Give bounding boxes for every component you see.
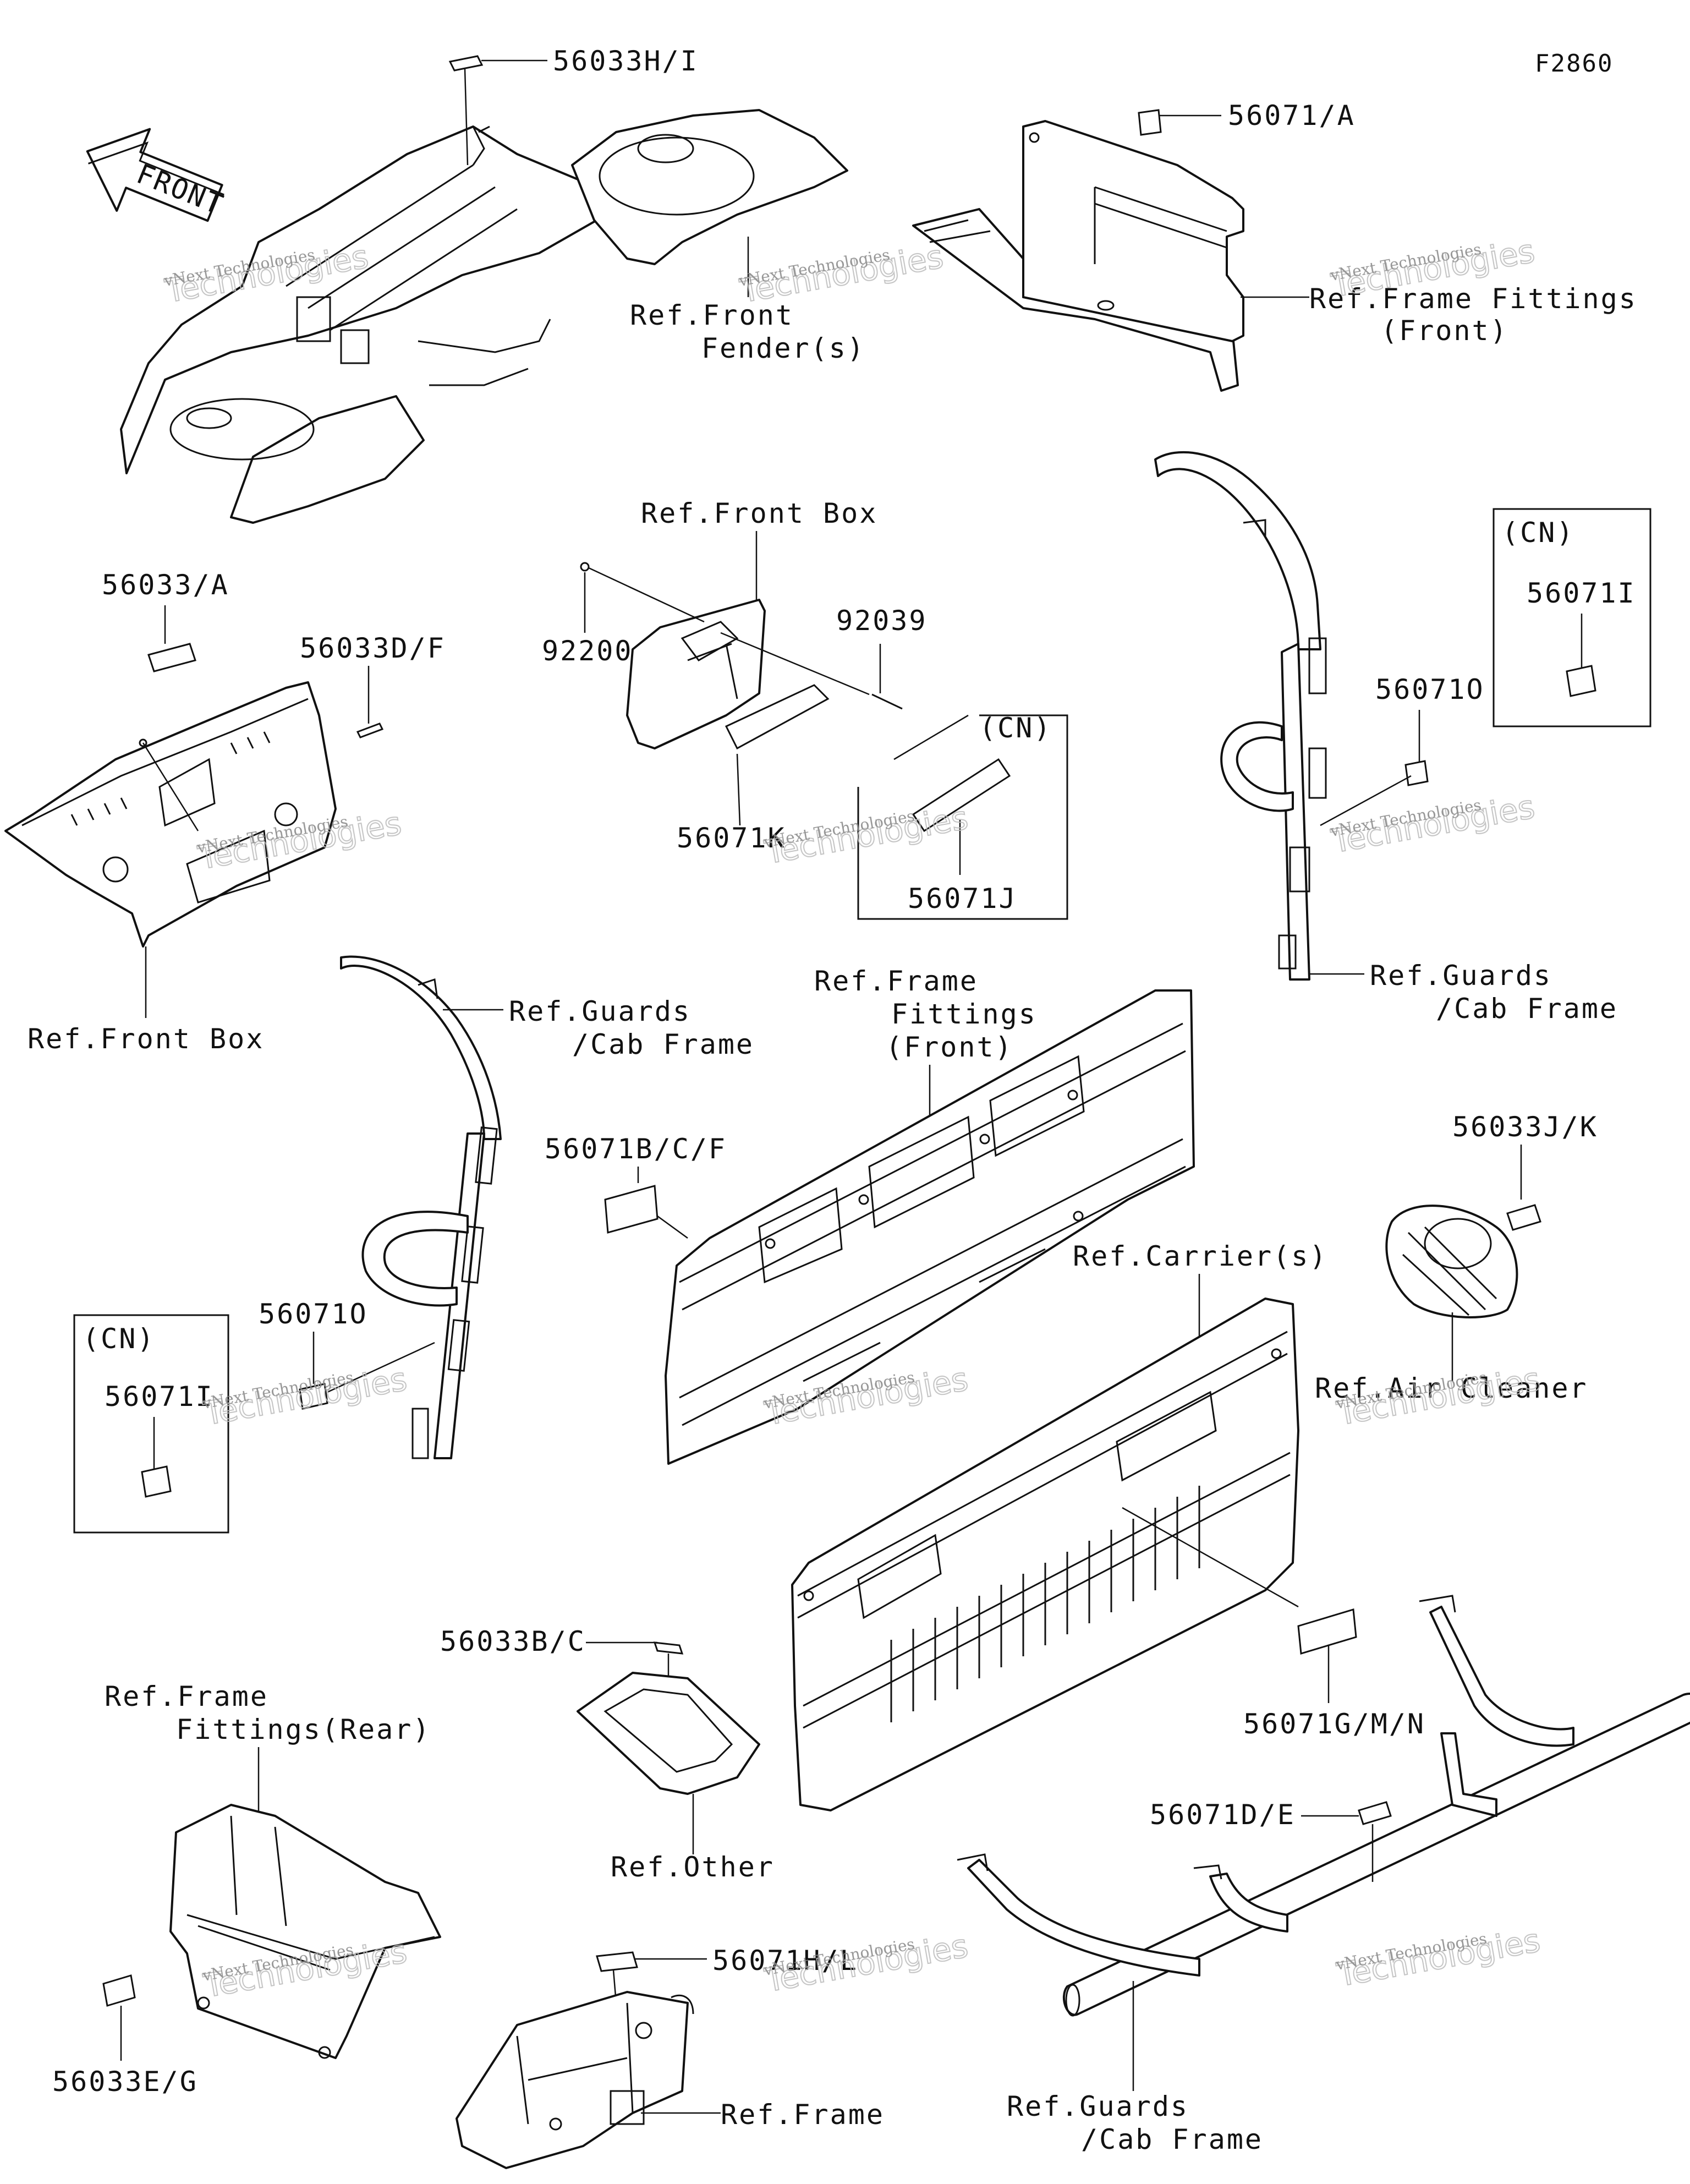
decal-56071A [1138,109,1162,136]
label-ref-frame-fittings-rear-2: Fittings(Rear) [176,1714,431,1745]
decal-56071HL [596,1951,638,1972]
label-56033HI: 56033H/I [553,45,699,77]
label-56071GMN: 56071G/M/N [1243,1708,1425,1740]
label-ref-carriers: Ref.Carrier(s) [1073,1240,1327,1272]
label-ref-frame-fittings-rear-1: Ref.Frame [105,1681,268,1712]
label-ref-guards-bottom-1: Ref.Guards [1007,2090,1189,2122]
label-56071J: 56071J [908,883,1017,915]
label-56071HL: 56071H/L [712,1945,858,1977]
decal-56071J [912,758,1011,833]
decal-56071BCF [604,1185,659,1234]
label-92039: 92039 [836,605,928,637]
cn-box-left [73,1314,229,1534]
label-56071A: 56071/A [1228,100,1356,132]
label-56071DE: 56071D/E [1150,1799,1296,1831]
cab-frame-guard-left [340,955,502,1459]
label-ref-guards-right-2: /Cab Frame [1436,993,1618,1025]
decal-56071O-left [299,1383,328,1410]
label-ref-guards-left-2: /Cab Frame [572,1028,754,1060]
clip-92039 [871,693,903,710]
label-ref-other: Ref.Other [611,1851,775,1883]
decal-56033BC [653,1641,684,1655]
cn-box-right [1493,508,1651,727]
other-cover-plate [577,1672,760,1795]
label-ref-guards-left-1: Ref.Guards [509,995,691,1027]
cab-frame-guard-right [1154,451,1327,981]
label-ref-front-box-top: Ref.Front Box [641,497,877,529]
label-56033BC: 56033B/C [440,1625,586,1657]
decal-56033EG [102,1974,136,2007]
label-ref-frame-fittings-mid-2: Fittings [891,998,1037,1030]
label-ref-frame: Ref.Frame [721,2099,885,2131]
label-ref-frame-fittings-mid-1: Ref.Frame [814,965,978,997]
label-cn-right: (CN) [1502,517,1574,549]
decal-56071I-left [141,1465,172,1498]
decal-56033A [147,643,196,672]
frame-rear-section [456,1991,694,2169]
label-ref-air-cleaner: Ref.Air Cleaner [1315,1372,1588,1404]
label-56071BCF: 56071B/C/F [545,1133,727,1165]
front-fender-floor-assembly [120,109,848,524]
label-ref-front-fender-2: Fender(s) [701,332,865,364]
label-56071O-left: 56071O [259,1298,368,1330]
label-ref-frame-fittings-front-2: (Front) [1381,315,1508,347]
label-56033A: 56033/A [102,569,229,601]
label-56071I-right: 56071I [1527,577,1636,609]
carrier-tailgate [791,1298,1299,1811]
decal-56071K [725,684,830,750]
label-ref-guards-bottom-2: /Cab Frame [1081,2123,1263,2155]
label-56033EG: 56033E/G [52,2066,198,2098]
decal-56071I-right [1566,665,1596,697]
diagram-code: F2860 [1535,50,1613,78]
front-arrow: FRONT [86,128,228,222]
decal-56033DF [356,722,384,738]
label-56033JK: 56033J/K [1452,1111,1598,1143]
label-ref-front-box-left: Ref.Front Box [28,1023,264,1055]
label-56033DF: 56033D/F [300,632,446,664]
label-ref-frame-fittings-front-1: Ref.Frame Fittings [1309,283,1637,315]
decal-56071DE [1358,1801,1392,1825]
decal-56071GMN [1297,1608,1357,1655]
frame-fittings-front-top [912,120,1244,392]
label-ref-front-fender-1: Ref.Front [630,299,794,331]
screw-92200 [580,562,590,572]
label-56071K: 56071K [677,822,786,854]
air-cleaner-cover [1385,1205,1518,1318]
cab-frame-guard-bottom [957,1595,1690,2017]
decal-56033JK [1506,1204,1541,1231]
label-cn-left: (CN) [83,1323,155,1355]
frame-fittings-panel [665,989,1195,1465]
label-cn-mid: (CN) [979,712,1052,744]
label-56071I-left: 56071I [105,1381,214,1413]
label-56071O-right: 56071O [1375,674,1485,705]
decal-56033HI [448,55,484,72]
dashboard-front-box [4,681,337,948]
label-ref-guards-right-1: Ref.Guards [1370,960,1552,992]
frame-fittings-rear [169,1804,441,2059]
decal-56071O-right [1404,760,1429,786]
label-92200: 92200 [542,635,633,667]
label-ref-frame-fittings-mid-3: (Front) [886,1031,1013,1063]
